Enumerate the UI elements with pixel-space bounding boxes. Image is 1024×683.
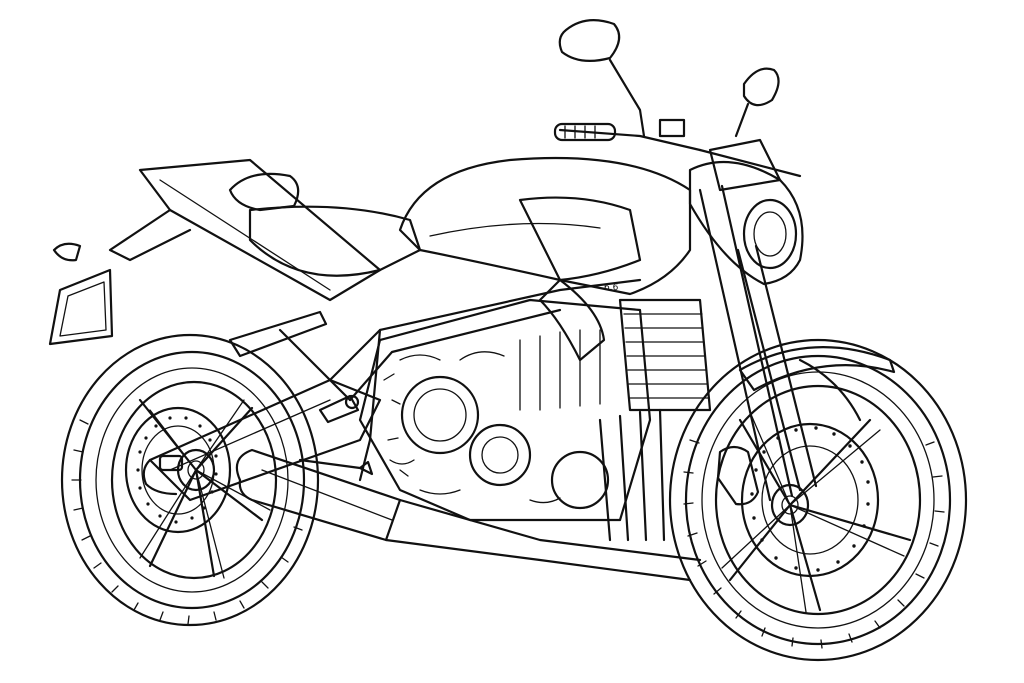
engine [358,298,652,522]
rear-suspension [228,310,374,476]
swingarm [142,378,382,502]
right-mirror [734,67,780,138]
tank-mark: 6.6 [604,283,619,293]
tail-assembly [48,208,192,346]
exhaust [235,408,702,582]
front-wheel [668,338,968,662]
rear-wheel [60,333,320,627]
fuel-tank: 6.6 [398,156,692,362]
radiator [618,298,712,412]
left-mirror [558,19,646,138]
headlight [688,138,804,286]
front-fork [698,184,896,502]
seat [138,158,422,302]
handlebars [553,118,802,178]
